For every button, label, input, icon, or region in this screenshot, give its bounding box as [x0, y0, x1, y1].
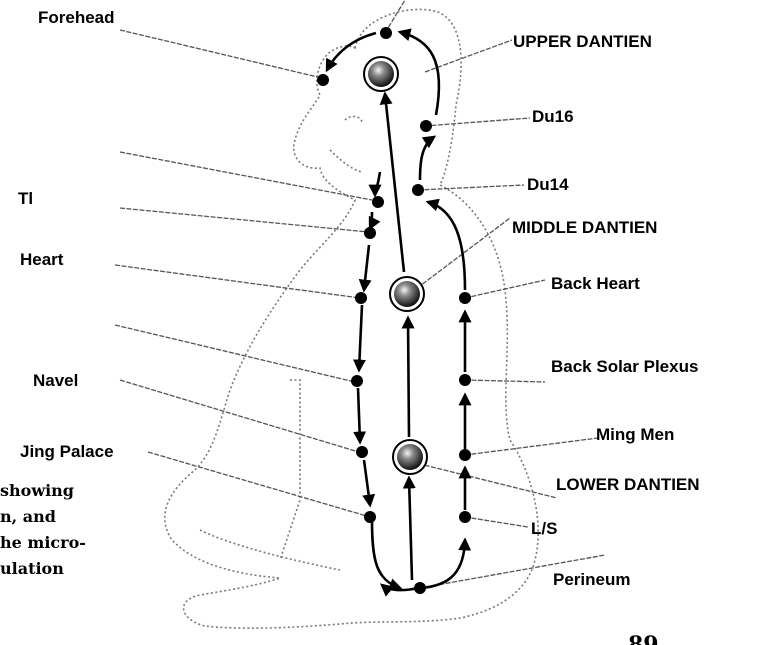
- dantien-orbs: [364, 57, 427, 474]
- label-heart: Heart: [20, 251, 63, 268]
- label-back-solar-plexus: Back Solar Plexus: [551, 358, 698, 375]
- label-lower-dantien: LOWER DANTIEN: [556, 476, 700, 493]
- flow-arrows: [327, 32, 465, 590]
- body-outline: [165, 9, 538, 628]
- label-jing-palace: Jing Palace: [20, 443, 114, 460]
- label-du16: Du16: [532, 108, 574, 125]
- acupoints: [317, 27, 471, 594]
- page-number: 89: [628, 632, 659, 645]
- figure-caption: showing n, and he micro- ulation: [0, 478, 190, 582]
- label-forehead: Forehead: [38, 9, 115, 26]
- label-ming-men: Ming Men: [596, 426, 674, 443]
- label-perineum: Perineum: [553, 571, 630, 588]
- label-ls: L/S: [531, 520, 557, 537]
- label-middle-dantien: MIDDLE DANTIEN: [512, 219, 657, 236]
- label-back-heart: Back Heart: [551, 275, 640, 292]
- label-navel: Navel: [33, 372, 78, 389]
- label-upper-dantien: UPPER DANTIEN: [513, 33, 652, 50]
- label-du14: Du14: [527, 176, 569, 193]
- label-throat: Tl: [18, 190, 33, 207]
